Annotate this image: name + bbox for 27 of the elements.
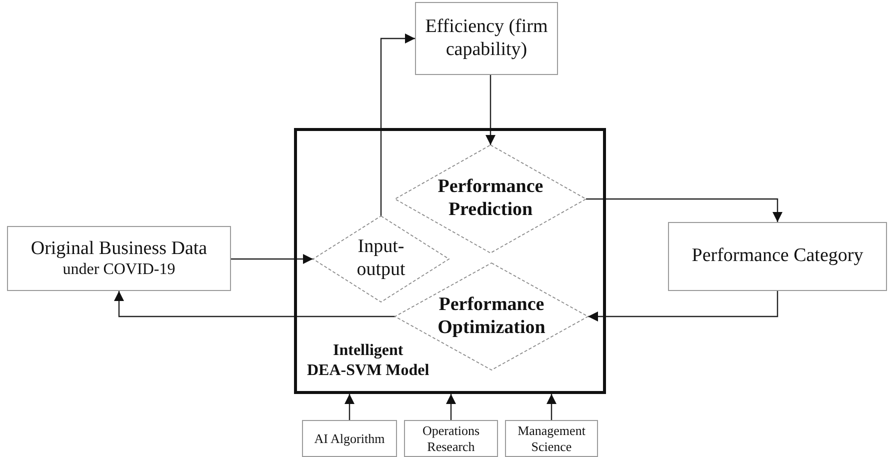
node-label: Performance Prediction bbox=[436, 176, 544, 222]
arrow bbox=[486, 75, 496, 145]
arrow bbox=[546, 394, 556, 420]
process-box bbox=[404, 420, 498, 457]
arrow bbox=[446, 394, 456, 420]
arrow bbox=[114, 291, 395, 318]
node-label: Performance Category bbox=[692, 245, 864, 268]
process-box bbox=[415, 2, 558, 75]
node-label: Input-output bbox=[356, 236, 406, 282]
node-label: Performance Optimization bbox=[436, 294, 546, 340]
node-label: AI Algorithm bbox=[314, 430, 385, 446]
process-box bbox=[505, 420, 598, 457]
process-box bbox=[668, 222, 887, 291]
arrow bbox=[380, 34, 415, 216]
arrow bbox=[588, 291, 778, 322]
arrow bbox=[586, 198, 782, 222]
node-label: Management Science bbox=[516, 422, 586, 454]
node-label: Operations Research bbox=[421, 422, 481, 454]
process-box bbox=[302, 420, 397, 457]
arrow bbox=[231, 254, 313, 264]
arrow bbox=[344, 394, 354, 420]
node-label: Efficiency (firm capability) bbox=[424, 16, 549, 62]
node-label: under COVID-19 bbox=[62, 260, 176, 280]
node-label: Original Business Data bbox=[30, 238, 208, 260]
process-box bbox=[7, 226, 231, 291]
model-label: Intelligent DEA-SVM Model bbox=[307, 341, 430, 381]
model-frame bbox=[294, 128, 606, 394]
